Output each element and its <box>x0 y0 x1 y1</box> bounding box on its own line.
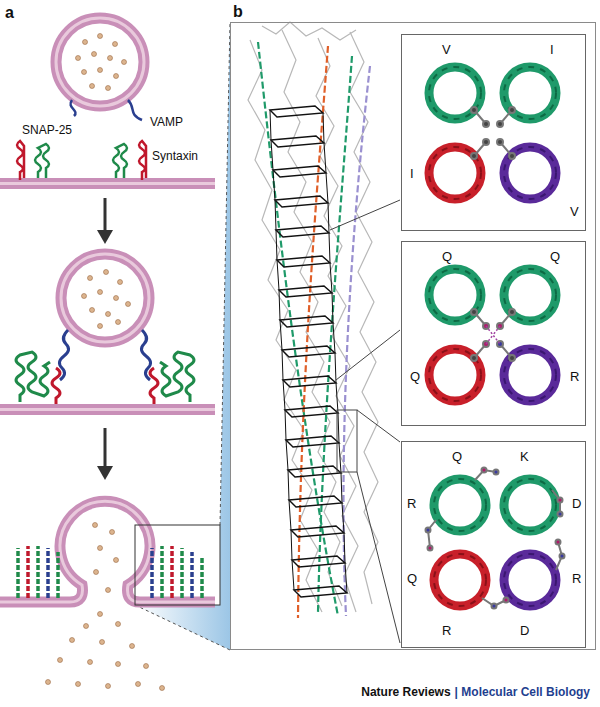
layer-rungs <box>323 113 347 593</box>
residue-label: Q <box>407 572 417 587</box>
syntaxin <box>17 141 24 180</box>
residue-label: Q <box>452 450 462 465</box>
helix-cross-section <box>434 479 556 606</box>
step-arrow <box>104 428 107 468</box>
residue-label: D <box>520 624 529 639</box>
zoom-box <box>135 525 220 605</box>
residue-label: R <box>570 370 579 385</box>
vesicle <box>61 254 149 342</box>
layer-rungs <box>270 110 294 590</box>
backbone-trace <box>248 22 378 612</box>
zoom-line <box>220 22 230 525</box>
residue-label: R <box>572 572 581 587</box>
fused-membrane <box>0 501 215 602</box>
syntaxin <box>139 141 146 180</box>
hydrogen-bond <box>486 326 500 344</box>
salt-bridge <box>426 468 565 609</box>
residue-label: Q <box>442 250 452 265</box>
plasma-membrane <box>0 178 215 189</box>
vamp <box>128 100 142 120</box>
helix-axis <box>343 66 370 616</box>
plasma-membrane <box>0 404 215 415</box>
helix-cross-section <box>429 269 556 401</box>
step-arrow <box>97 466 113 480</box>
snap-25 <box>113 144 127 178</box>
leader-line <box>357 410 400 442</box>
syntaxin <box>150 368 158 404</box>
side-chain <box>471 309 515 361</box>
snare-complex <box>18 546 58 598</box>
inset-box: Q K R D Q R R D <box>401 441 586 648</box>
plasma-membrane <box>0 408 215 411</box>
protein-label: SNAP-25 <box>22 124 72 138</box>
journal-name: | Molecular Cell Biology <box>455 685 590 699</box>
helix-axis <box>318 56 352 612</box>
step-arrow <box>104 198 107 232</box>
residue-label: D <box>572 497 581 512</box>
residue-label: Q <box>410 370 420 385</box>
residue-label: I <box>550 43 554 58</box>
panel-label: b <box>233 3 243 21</box>
step-arrow <box>97 230 113 244</box>
helix-cross-section <box>429 67 556 199</box>
vesicle <box>56 18 144 106</box>
vamp <box>70 100 75 116</box>
footer: Nature Reviews | Molecular Cell Biology <box>361 682 590 700</box>
panel-label: a <box>5 4 14 22</box>
snap-25 <box>35 144 49 178</box>
released-transmitter <box>46 523 165 691</box>
residue-label: R <box>442 624 451 639</box>
leader-line <box>330 200 400 230</box>
syntaxin <box>52 368 60 404</box>
residue-label: I <box>410 167 414 182</box>
snap-25 <box>160 352 194 402</box>
panel-frame: bVIIVQQQRQKRDQRRD <box>230 22 596 650</box>
journal-name: Nature Reviews <box>361 685 450 699</box>
zoom-box <box>337 410 357 472</box>
snare-complex <box>152 546 202 598</box>
side-chain <box>471 107 515 159</box>
protein-label: VAMP <box>150 116 183 130</box>
residue-label: K <box>520 450 529 465</box>
leader-line <box>357 472 400 643</box>
inset-box: V I I V <box>401 34 586 231</box>
fused-membrane <box>0 501 215 602</box>
protein-label: Syntaxin <box>152 150 198 164</box>
residue-label: R <box>407 497 416 512</box>
snap-25 <box>16 352 50 402</box>
residue-label: Q <box>550 250 560 265</box>
layer-rungs <box>270 106 347 597</box>
residue-label: V <box>442 43 451 58</box>
plasma-membrane <box>0 182 215 185</box>
residue-label: V <box>570 205 579 220</box>
leader-line <box>336 330 400 380</box>
zoom-line <box>135 605 230 650</box>
inset-box: Q Q Q R <box>401 241 586 426</box>
